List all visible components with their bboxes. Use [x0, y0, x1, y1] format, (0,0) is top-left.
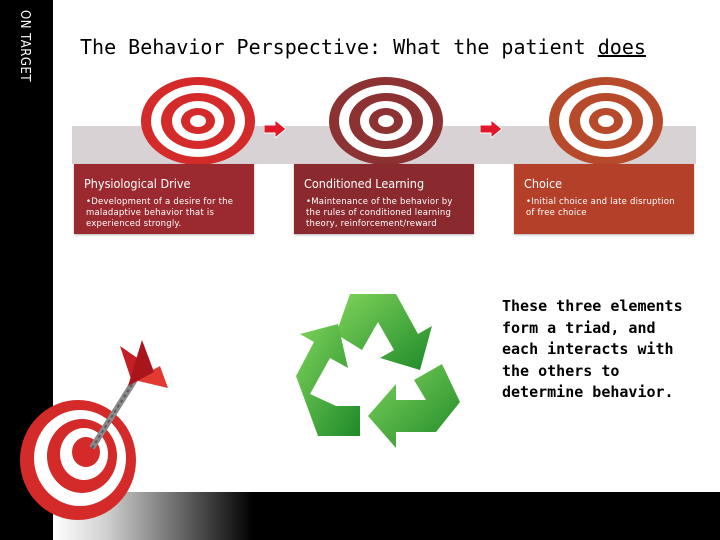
- target-icon: [328, 76, 444, 166]
- step-title: Conditioned Learning: [304, 176, 424, 191]
- arrow-right-icon: [264, 120, 286, 138]
- step-card-choice: Choice •Initial choice and late disrupti…: [514, 164, 694, 234]
- dart-target-icon: [8, 330, 168, 530]
- triad-text: These three elements form a triad, and e…: [502, 296, 692, 404]
- sidebar-label: ON TARGET: [17, 10, 32, 82]
- step-text: •Development of a desire for the maladap…: [86, 197, 244, 230]
- recycle-icon: [292, 286, 464, 454]
- step-card-physiological-drive: Physiological Drive •Development of a de…: [74, 164, 254, 234]
- step-title: Choice: [524, 176, 562, 191]
- step-title: Physiological Drive: [84, 176, 190, 191]
- page-title: The Behavior Perspective: What the patie…: [80, 35, 646, 59]
- title-main: The Behavior Perspective: What the patie…: [80, 35, 598, 59]
- step-card-conditioned-learning: Conditioned Learning •Maintenance of the…: [294, 164, 474, 234]
- arrow-right-icon: [480, 120, 502, 138]
- target-icon: [140, 76, 256, 166]
- title-emphasis: does: [598, 35, 646, 59]
- step-text: •Initial choice and late disruption of f…: [526, 197, 684, 219]
- step-text: •Maintenance of the behavior by the rule…: [306, 197, 464, 230]
- target-icon: [548, 76, 664, 166]
